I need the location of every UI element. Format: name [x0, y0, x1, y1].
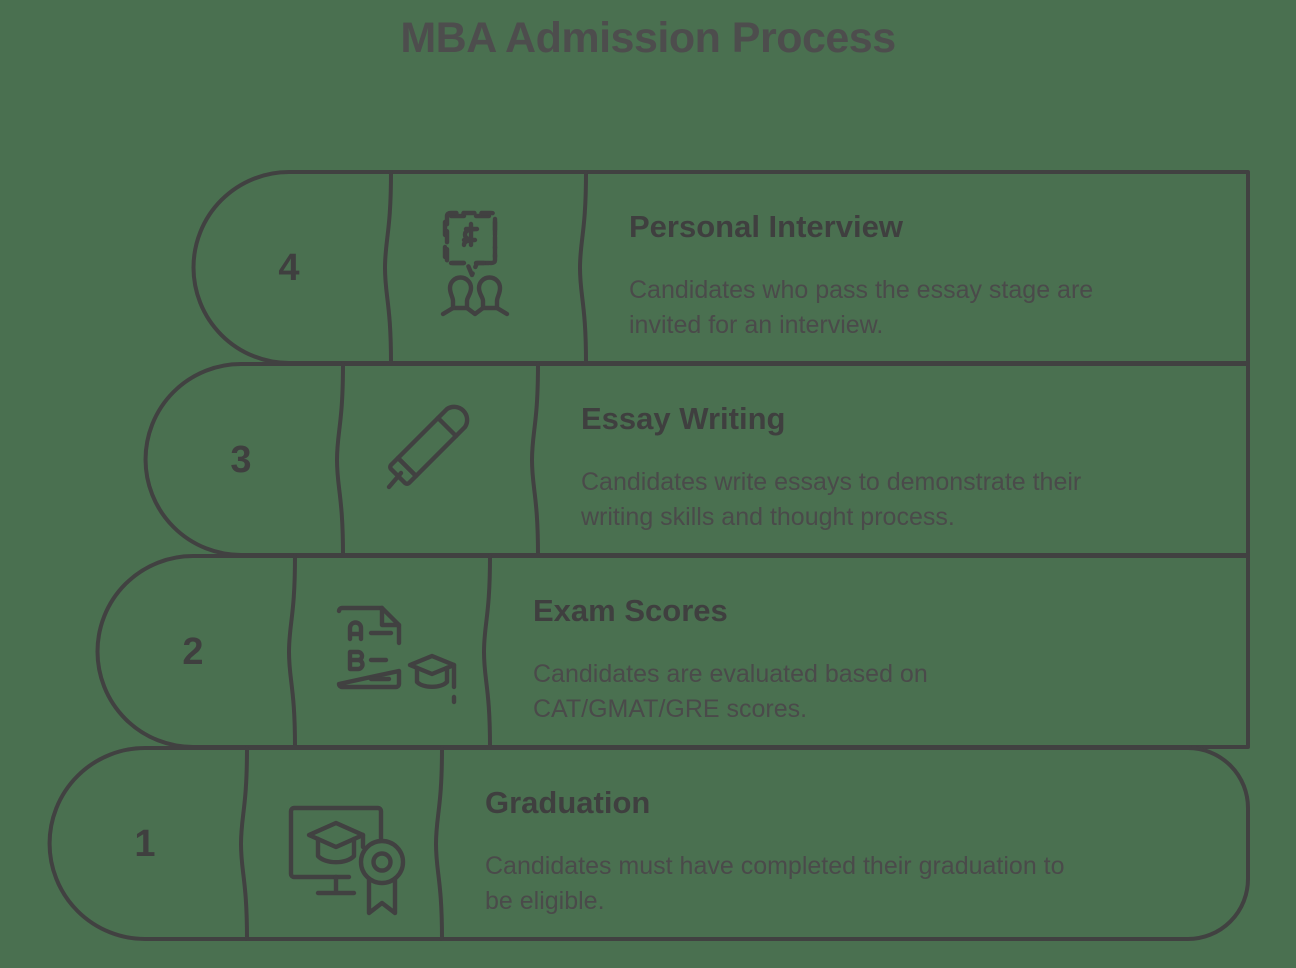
pen-marker-icon [386, 404, 470, 490]
step-row-2[interactable]: 2 Exam Scores Candidates are evaluated b… [95, 554, 1250, 749]
step-2-body-line-2: CAT/GMAT/GRE scores. [533, 695, 807, 723]
step-4-body-line-1: Candidates who pass the essay stage are [629, 276, 1093, 304]
step-2-number: 2 [182, 631, 203, 673]
step-row-1[interactable]: 1 Graduation Candidates must have comple… [47, 746, 1250, 941]
step-row-1-shape [47, 746, 1250, 941]
step-4-body-line-2: invited for an interview. [629, 311, 883, 339]
page-title: MBA Admission Process [400, 14, 896, 62]
step-2-divider-icon-text [482, 554, 492, 749]
step-row-4-shape [191, 170, 1250, 365]
step-4-heading: Personal Interview [629, 209, 904, 244]
step-4-number: 4 [278, 247, 299, 289]
step-2-body-line-1: Candidates are evaluated based on [533, 660, 928, 688]
exam-sheet-graduation-cap-icon [336, 605, 457, 705]
step-2-divider-number-icon [287, 554, 297, 749]
step-row-3-shape [143, 362, 1250, 557]
step-1-heading: Graduation [485, 785, 650, 820]
step-4-divider-number-icon [383, 170, 393, 365]
step-3-heading: Essay Writing [581, 401, 785, 436]
step-1-number: 1 [134, 823, 155, 865]
step-1-body-line-2: be eligible. [485, 887, 605, 915]
step-row-2-shape [95, 554, 1250, 749]
step-4-divider-icon-text [578, 170, 588, 365]
step-1-divider-icon-text [434, 746, 444, 941]
interview-speech-bubble-people-icon [440, 210, 510, 317]
monitor-graduation-cap-award-icon [288, 805, 406, 916]
step-3-divider-number-icon [335, 362, 345, 557]
step-1-body-line-1: Candidates must have completed their gra… [485, 852, 1065, 880]
step-2-heading: Exam Scores [533, 593, 728, 628]
step-3-body-line-2: writing skills and thought process. [580, 503, 955, 531]
step-3-divider-icon-text [530, 362, 540, 557]
step-1-divider-number-icon [239, 746, 249, 941]
step-3-number: 3 [230, 439, 251, 481]
step-row-3[interactable]: 3 Essay Writing Candidates write essays … [143, 362, 1250, 557]
step-row-4[interactable]: 4 Personal Interview Candidates who pass… [191, 170, 1250, 365]
step-3-body-line-1: Candidates write essays to demonstrate t… [581, 468, 1081, 496]
